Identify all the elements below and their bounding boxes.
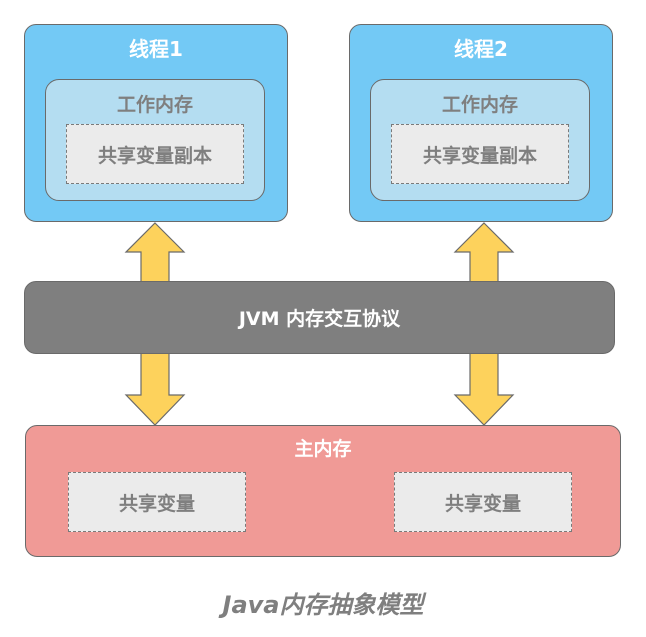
shared-var-1: 共享变量 [68, 472, 246, 532]
thread-1-box: 线程1 工作内存 共享变量副本 [24, 24, 288, 222]
thread-1-work-memory: 工作内存 共享变量副本 [45, 79, 265, 201]
jvm-protocol-bar: JVM 内存交互协议 [24, 281, 615, 354]
thread-2-shared-var-copy: 共享变量副本 [391, 124, 569, 184]
arrow-up-right [453, 222, 515, 284]
main-memory-box: 主内存 共享变量 共享变量 [25, 425, 621, 557]
thread-2-work-memory-label: 工作内存 [441, 94, 518, 116]
arrow-down-right [453, 351, 515, 426]
thread-2-title: 线程2 [454, 37, 508, 61]
arrow-down-left [124, 351, 186, 426]
diagram-caption: Java内存抽象模型 [222, 591, 424, 619]
thread-1-shared-var-copy: 共享变量副本 [66, 124, 244, 184]
thread-2-box: 线程2 工作内存 共享变量副本 [349, 24, 613, 222]
arrow-up-left [124, 222, 186, 284]
thread-1-work-memory-label: 工作内存 [116, 94, 193, 116]
shared-var-2: 共享变量 [394, 472, 572, 532]
thread-1-title: 线程1 [129, 37, 183, 61]
main-memory-title: 主内存 [294, 438, 352, 460]
thread-2-work-memory: 工作内存 共享变量副本 [370, 79, 590, 201]
